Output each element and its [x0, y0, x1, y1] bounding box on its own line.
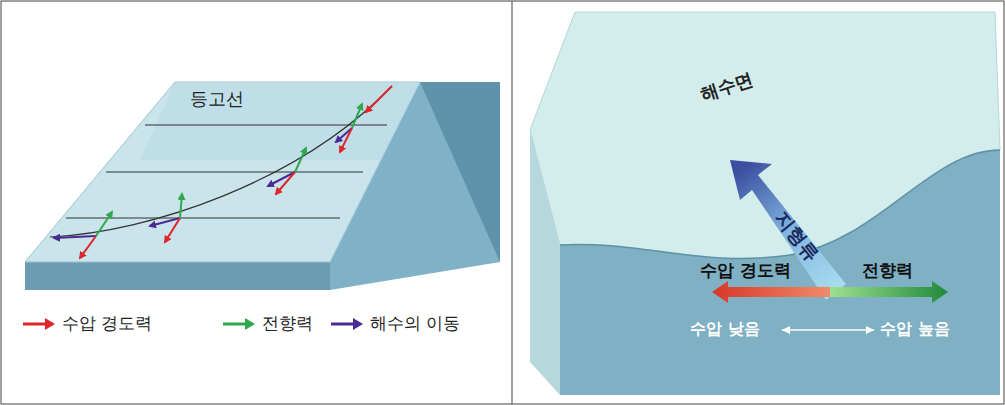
force-label: 전향력	[862, 260, 913, 280]
legend-arrow	[330, 317, 364, 331]
legend-text: 전향력	[262, 312, 313, 335]
legend-text: 수압 경도력	[62, 312, 152, 335]
legend-entry: 수압 경도력	[22, 312, 152, 335]
contour-label: 등고선	[190, 88, 244, 110]
legend-text: 해수의 이동	[370, 312, 460, 335]
legend-arrow	[22, 317, 56, 331]
force-label: 수압 경도력	[700, 260, 791, 280]
pressure-label: 수압 낮음	[690, 319, 760, 338]
legend-entry: 전향력	[222, 312, 313, 335]
pressure-label: 수압 높음	[880, 319, 950, 338]
legend-entry: 해수의 이동	[330, 312, 460, 335]
legend-arrow	[222, 317, 256, 331]
